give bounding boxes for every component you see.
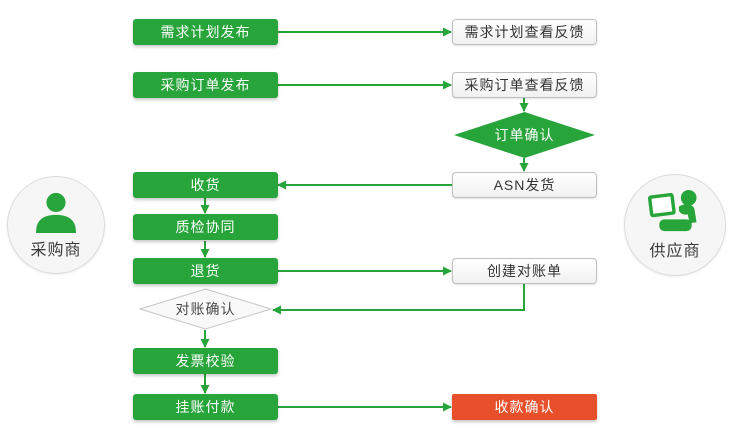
node-quality-collab: 质检协同 <box>133 214 278 240</box>
node-order-confirm: 订单确认 <box>454 112 595 158</box>
buyer-person-icon <box>35 192 77 233</box>
reconcile-diamond-shape <box>139 288 272 330</box>
node-reconcile-confirm: 对账确认 <box>139 288 272 330</box>
node-po-publish: 采购订单发布 <box>133 72 278 98</box>
node-invoice-verify: 发票校验 <box>133 348 278 374</box>
node-receipt-confirm: 收款确认 <box>452 394 597 420</box>
actor-buyer: 采购商 <box>7 176 105 274</box>
node-return-goods: 退货 <box>133 258 278 284</box>
node-receive-goods: 收货 <box>133 172 278 198</box>
arrow-statement-to-reconcile <box>272 284 525 315</box>
order-confirm-diamond-shape <box>454 112 595 158</box>
node-demand-plan-feedback: 需求计划查看反馈 <box>452 19 597 45</box>
node-create-statement: 创建对账单 <box>452 258 597 284</box>
node-payment-on-account: 挂账付款 <box>133 394 278 420</box>
node-po-feedback: 采购订单查看反馈 <box>452 72 597 98</box>
supplier-label: 供应商 <box>649 243 701 260</box>
node-label: 对账确认 <box>175 301 236 317</box>
node-demand-plan-publish: 需求计划发布 <box>133 19 278 45</box>
node-label: 订单确认 <box>494 127 555 143</box>
node-asn-ship: ASN发货 <box>452 172 597 198</box>
actor-supplier: 供应商 <box>624 174 726 276</box>
buyer-label: 采购商 <box>30 241 82 259</box>
supplier-person-laptop-icon <box>648 189 697 232</box>
